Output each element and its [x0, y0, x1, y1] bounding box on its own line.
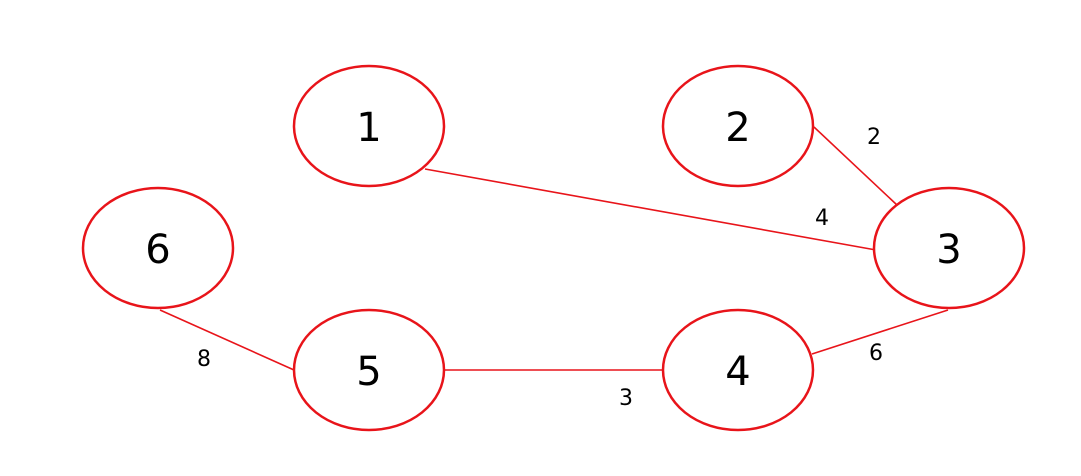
graph-node-2: 2 — [661, 64, 815, 188]
nodes-layer: 1 2 3 4 5 6 — [81, 64, 1026, 432]
node-5-ellipse — [292, 308, 446, 432]
graph-node-3: 3 — [872, 186, 1026, 310]
edge-weight-4-5: 3 — [619, 386, 633, 411]
node-6-label: 6 — [145, 227, 170, 273]
graph-node-5: 5 — [292, 308, 446, 432]
edges-layer — [159, 126, 949, 371]
node-3-label: 3 — [936, 227, 961, 273]
node-4-ellipse — [661, 308, 815, 432]
node-2-ellipse — [661, 64, 815, 188]
edge-weight-5-6: 8 — [197, 347, 211, 372]
edge-weight-2-3: 2 — [867, 125, 881, 150]
node-1-label: 1 — [356, 105, 381, 151]
graph-node-1: 1 — [292, 64, 446, 188]
edge-3-4 — [811, 309, 949, 355]
edge-weight-1-3: 4 — [815, 206, 829, 231]
edge-5-6 — [159, 309, 295, 371]
node-4-label: 4 — [725, 349, 750, 395]
node-5-label: 5 — [356, 349, 381, 395]
edge-weights-layer: 4 2 6 3 8 — [197, 125, 883, 411]
node-2-label: 2 — [725, 105, 750, 151]
edge-weight-3-4: 6 — [869, 341, 883, 366]
graph-node-6: 6 — [81, 186, 235, 310]
graph-node-4: 4 — [661, 308, 815, 432]
edge-2-3 — [813, 126, 898, 206]
node-1-ellipse — [292, 64, 446, 188]
node-3-ellipse — [872, 186, 1026, 310]
edge-1-3 — [424, 168, 877, 251]
node-6-ellipse — [81, 186, 235, 310]
